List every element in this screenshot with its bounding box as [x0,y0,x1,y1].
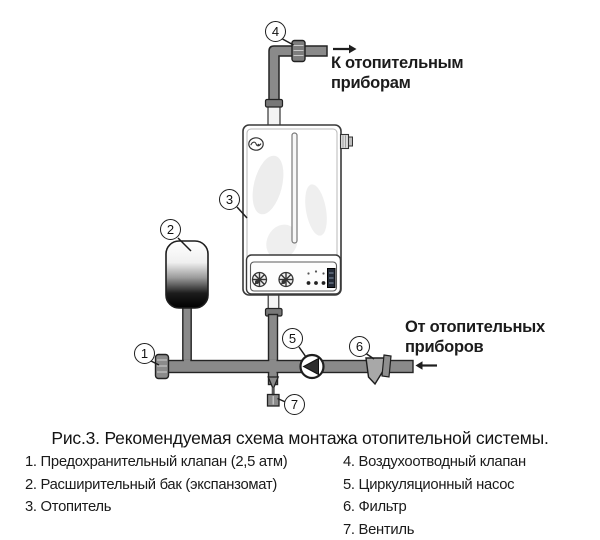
watermark [266,224,298,260]
label-line: К отопительным [331,54,464,72]
circulation-pump [299,353,325,380]
label-line: От отопительных [405,318,545,336]
control-panel [245,254,342,295]
display [327,268,336,288]
drain-valve [266,376,280,407]
legend-item-3: 3. Отопитель [25,499,112,516]
tank-pipe [182,305,192,367]
callout-1: 1 [134,343,155,364]
supply-pipe [264,45,328,127]
watermark [305,184,327,236]
knob-dial [278,271,294,288]
boiler [242,124,353,296]
safety-valve [154,353,170,380]
boiler-pipe [267,313,279,386]
callout-leaders [150,38,375,403]
legend-item-6: 6. Фильтр [343,499,407,516]
label-to-heaters: К отопительным приборам [331,53,464,93]
flow-arrow-right-icon [333,44,357,54]
side-fitting [339,133,353,150]
legend-item-5: 5. Циркуляционный насос [343,476,515,493]
legend-right-column: 4. Воздухоотводный клапан 5. Циркуляцион… [343,451,526,540]
knob-dial [251,271,268,288]
legend-item-4: 4. Воздухоотводный клапан [343,454,526,470]
callout-6: 6 [349,336,370,357]
callout-4: 4 [265,21,286,42]
indicator-leds [306,270,326,285]
air-vent-valve [291,39,306,63]
sight-glass [291,132,298,244]
legend-item-1: 1. Предохранительный клапан (2,5 атм) [25,454,288,470]
flow-arrow-left-icon [415,361,437,370]
label-line: приборам [331,74,411,92]
filter [365,354,392,386]
callout-7: 7 [284,394,305,415]
callout-2: 2 [160,219,181,240]
return-pipes [160,292,414,386]
legend-item-2: 2. Расширительный бак (экспанзомат) [25,476,277,493]
watermark [252,155,284,215]
label-line: приборов [405,338,484,356]
callout-5: 5 [282,328,303,349]
expansion-tank [165,240,209,309]
brand-logo-icon [248,137,264,151]
legend-item-7: 7. Вентиль [343,522,415,539]
legend-left-column: 1. Предохранительный клапан (2,5 атм) 2.… [25,451,288,519]
figure-caption: Рис.3. Рекомендуемая схема монтажа отопи… [51,428,549,448]
pipe-nut [264,98,284,108]
label-from-heaters: От отопительных приборов [405,317,545,357]
callout-3: 3 [219,189,240,210]
